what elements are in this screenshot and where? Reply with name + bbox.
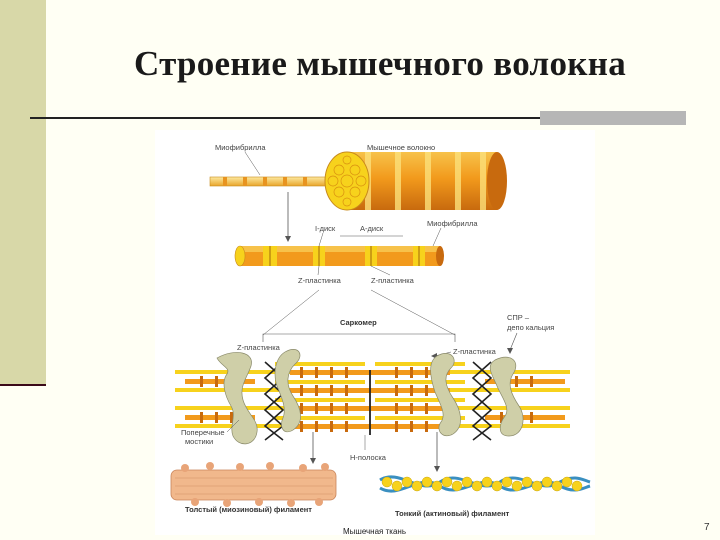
label-thin-filament: Тонкий (актиновый) филамент [395,509,510,518]
thin-filament-image [379,475,591,493]
label-i-disk: I-диск [315,224,336,233]
label-thick-filament: Толстый (миозиновый) филамент [185,505,312,514]
label-z-plate-4: Z-пластинка [453,347,497,356]
label-z-plate-1: Z-пластинка [298,276,342,285]
diagram-svg: Миофибрилла Мышечное волокно I-диск А-ди… [170,143,591,518]
title-underline [30,117,540,119]
myofibril-magnified [234,245,444,267]
label-muscle-fiber: Мышечное волокно [367,143,435,152]
label-cross-bridges-1: Поперечные [181,428,225,437]
label-z-plate-3: Z-пластинка [237,343,281,352]
label-a-disk: А-диск [360,224,384,233]
title-underline-accent [540,111,686,125]
slide-caption: Мышечная ткань [343,527,406,536]
label-cross-bridges-2: мостики [185,437,213,446]
label-spr-line2: депо кальция [507,323,554,332]
label-h-band: Н-полоска [350,453,387,462]
label-myofibril-middle: Миофибрилла [427,219,478,228]
label-myofibril-top: Миофибрилла [215,143,266,152]
slide-title: Строение мышечного волокна [133,44,627,83]
sarcoplasmic-reticulum [216,349,524,445]
muscle-fiber-cylinder [324,151,507,211]
label-z-plate-2: Z-пластинка [371,276,415,285]
myofibril-rod [209,176,331,187]
page-number: 7 [704,522,710,533]
thick-filament-image [170,462,337,507]
side-decor-bar [0,0,46,386]
label-sarcomere: Саркомер [340,318,377,327]
label-spr-line1: СПР – [507,313,530,322]
muscle-fiber-diagram: Миофибрилла Мышечное волокно I-диск А-ди… [155,130,595,535]
